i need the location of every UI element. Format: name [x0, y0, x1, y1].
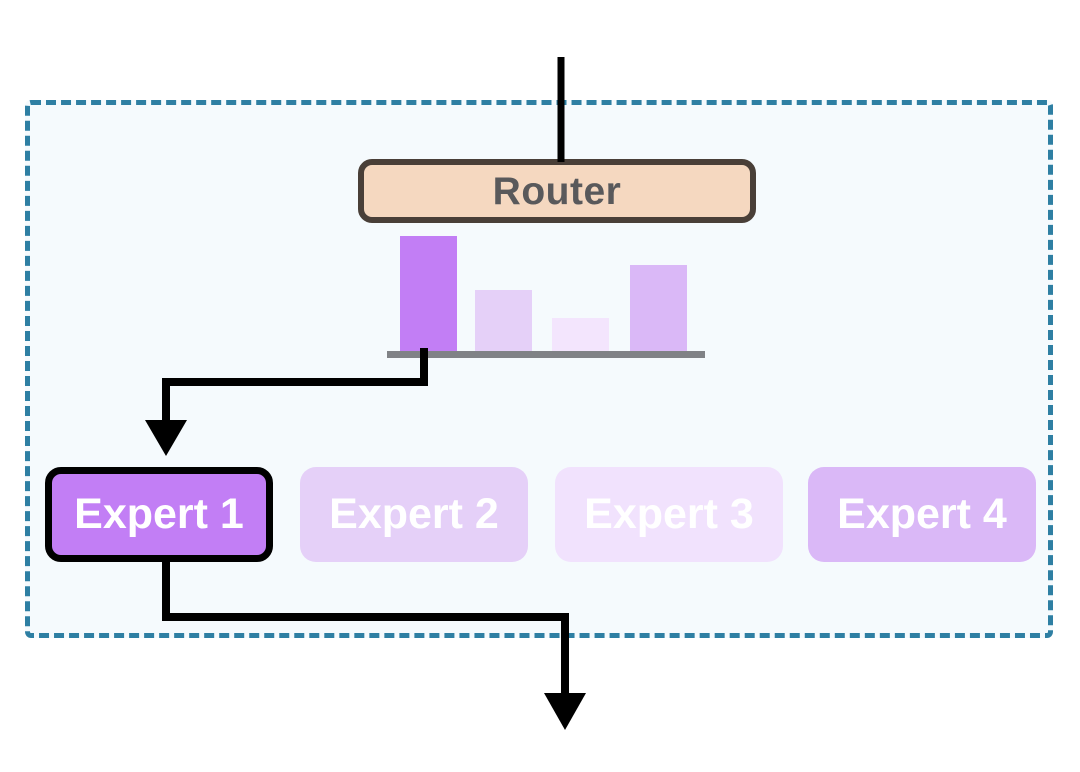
gate-bar-expert-4: [630, 265, 687, 352]
gate-bar-expert-3: [552, 318, 609, 352]
output-arrow-head: [544, 693, 586, 730]
expert-node-2[interactable]: Expert 2: [300, 467, 528, 562]
expert-node-1-label: Expert 1: [74, 490, 244, 538]
router-label: Router: [492, 169, 622, 213]
expert-node-4[interactable]: Expert 4: [808, 467, 1036, 562]
expert-node-2-label: Expert 2: [329, 490, 499, 538]
expert-node-1[interactable]: Expert 1: [45, 467, 273, 562]
expert-node-3[interactable]: Expert 3: [555, 467, 783, 562]
router-node[interactable]: Router: [358, 159, 756, 223]
gate-bar-expert-1: [400, 236, 457, 352]
expert-node-3-label: Expert 3: [584, 490, 754, 538]
gate-bar-expert-2: [475, 290, 532, 352]
chart-baseline: [387, 351, 705, 358]
expert-node-4-label: Expert 4: [837, 490, 1007, 538]
router-gate-distribution-chart: [387, 236, 705, 358]
